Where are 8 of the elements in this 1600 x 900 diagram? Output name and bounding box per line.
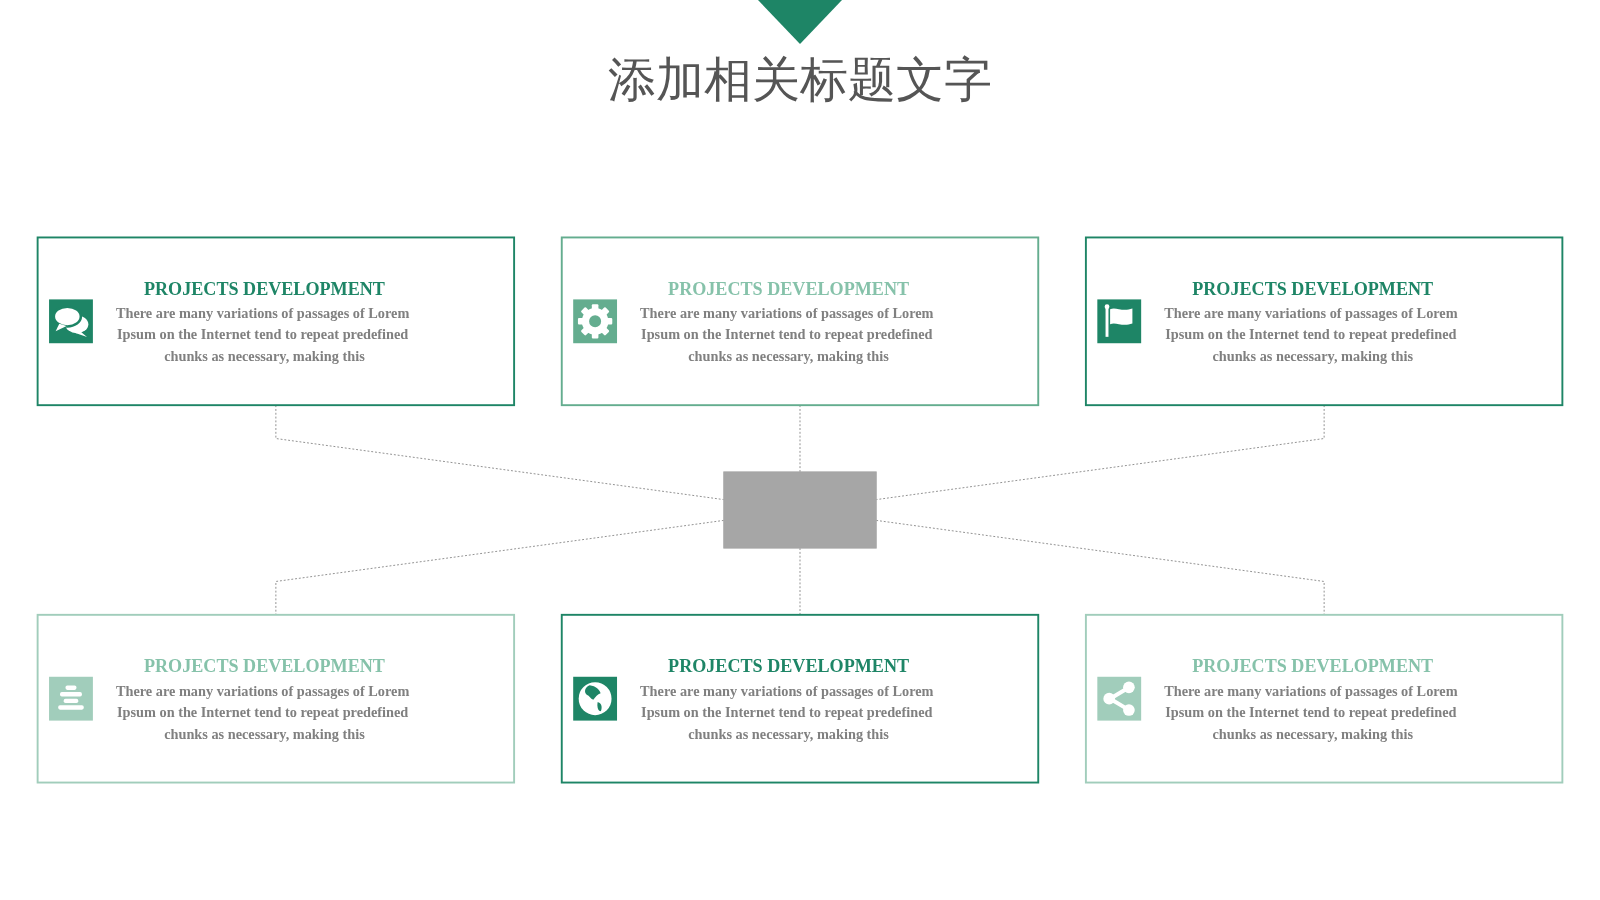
node-box: PROJECTS DEVELOPMENT There are many variations of passages of Lorem Ipsum on the Internet tend to repeat predefined chunks as necessary, making this <box>36 236 516 407</box>
title: 添加相关标题文字 <box>607 50 993 109</box>
node-box: PROJECTS DEVELOPMENT There are many variations of passages of Lorem Ipsum on the Internet tend to repeat predefined chunks as necessary, making this <box>36 613 516 784</box>
node-box: PROJECTS DEVELOPMENT There are many variations of passages of Lorem Ipsum on the Internet tend to repeat predefined chunks as necessary, making this <box>1084 236 1564 407</box>
node-box: PROJECTS DEVELOPMENT There are many variations of passages of Lorem Ipsum on the Internet tend to repeat predefined chunks as necessary, making this <box>1084 613 1564 784</box>
node-box <box>723 471 877 549</box>
node-box: PROJECTS DEVELOPMENT There are many variations of passages of Lorem Ipsum on the Internet tend to repeat predefined chunks as necessary, making this <box>560 613 1040 784</box>
node-box: PROJECTS DEVELOPMENT There are many variations of passages of Lorem Ipsum on the Internet tend to repeat predefined chunks as necessary, making this <box>560 236 1040 407</box>
